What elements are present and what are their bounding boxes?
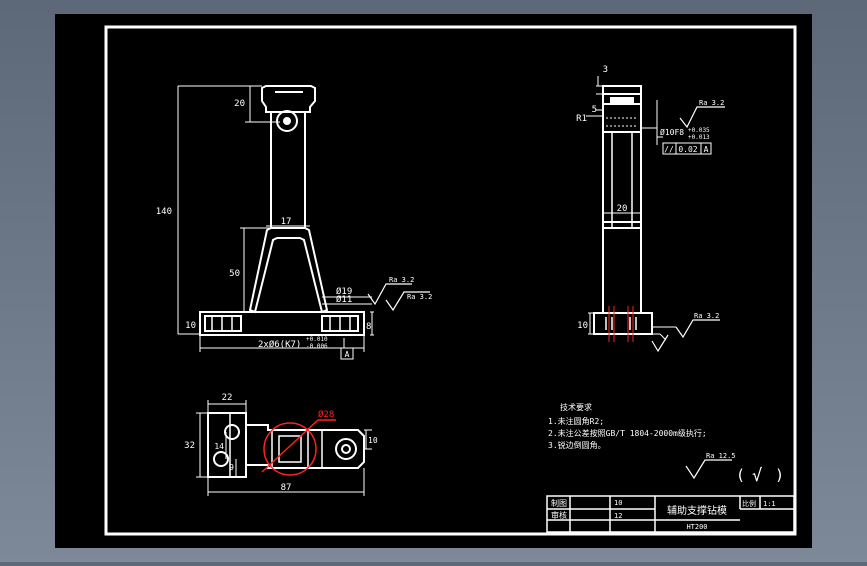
side-base xyxy=(593,312,653,335)
tech-item-2: 2.未注公差按照GB/T 1804-2000m级执行; xyxy=(548,428,707,438)
side-dim-base-height: 10 xyxy=(577,321,588,331)
side-dim-lines xyxy=(586,76,676,341)
roughness-label-2: Ra 3.2 xyxy=(407,293,432,301)
base-hatch xyxy=(211,317,351,330)
dim-base-side: 8 xyxy=(366,322,371,332)
tolerance-upper: +0.010 xyxy=(306,336,328,343)
side-dim-bore: Ø10F8 xyxy=(660,127,684,137)
parallel-value: 0.02 xyxy=(678,145,697,154)
top-red-features xyxy=(261,419,336,476)
side-slot xyxy=(610,97,634,103)
side-view xyxy=(586,76,725,353)
top-bore-center xyxy=(283,117,291,125)
top-dim-length: 87 xyxy=(281,483,292,493)
label-drawing: 制图 xyxy=(551,498,567,508)
general-roughness-labels: Ra 12.5 ( √ ) xyxy=(706,452,784,486)
drawing-border xyxy=(104,25,797,536)
roughness-symbol-2 xyxy=(385,291,430,312)
tech-title: 技术要求 xyxy=(560,402,592,412)
datum-box xyxy=(340,347,354,360)
dim-top-offset: 20 xyxy=(234,99,245,109)
top-dim-height: 32 xyxy=(184,441,195,451)
dim-bore-inner: Ø11 xyxy=(336,294,352,305)
top-dim-lines xyxy=(196,400,372,496)
tech-requirements: 技术要求 1.未注圆角R2; 2.未注公差按照GB/T 1804-2000m级执… xyxy=(548,402,707,450)
side-centerlines xyxy=(608,306,634,342)
top-bore-circle xyxy=(276,110,298,132)
part-name: 辅助支撑钻模 xyxy=(667,504,727,517)
dim-base-holes: 2xØ6(K7) xyxy=(258,339,301,350)
side-roughness-base-2 xyxy=(651,334,669,353)
title-num-1: 10 xyxy=(614,499,622,507)
top-hole-1 xyxy=(224,424,240,440)
top-dim-right: 10 xyxy=(368,436,378,445)
roughness-symbol-1 xyxy=(367,283,412,306)
top-dim-left-width: 22 xyxy=(222,393,233,403)
front-view xyxy=(177,85,430,360)
dim-column-width: 17 xyxy=(281,217,292,227)
general-roughness xyxy=(685,459,732,480)
front-view-labels: 140 20 17 50 Ø19 Ø11 10 8 2xØ6(K7) +0.01… xyxy=(156,99,433,359)
general-roughness-value: Ra 12.5 xyxy=(706,452,736,460)
front-dim-lines xyxy=(177,85,374,352)
parallel-symbol: // xyxy=(664,145,674,154)
top-right-bore-inner xyxy=(341,444,351,454)
top-outline xyxy=(207,412,365,478)
top-dim-hole-offset: 9 xyxy=(229,463,234,472)
top-dim-hole-spacing: 14 xyxy=(214,442,224,451)
parallel-datum: A xyxy=(704,145,709,154)
side-roughness-top-label: Ra 3.2 xyxy=(699,99,724,107)
check-mark: √ xyxy=(752,466,762,486)
side-tol-upper: +0.035 xyxy=(688,127,710,134)
top-view xyxy=(196,400,372,496)
dim-leg-height: 50 xyxy=(229,269,240,279)
scale-label: 比例 xyxy=(742,499,756,508)
side-tol-lower: +0.013 xyxy=(688,134,710,141)
side-roughness-base-label: Ra 3.2 xyxy=(694,312,719,320)
datum-label: A xyxy=(345,350,350,359)
side-dim-radius: R1 xyxy=(576,114,587,124)
dim-bore-outer: Ø19 xyxy=(336,286,352,297)
base-plate xyxy=(199,311,365,336)
bracket-close: ) xyxy=(775,466,784,484)
side-dim-small: 5 xyxy=(592,105,597,115)
top-view-labels: 22 32 14 9 87 10 Ø28 xyxy=(184,393,378,493)
side-view-labels: 3 R1 5 Ø10F8 +0.035 +0.013 Ra 3.2 Ra 3.2… xyxy=(576,65,724,331)
top-center-inner xyxy=(278,435,302,463)
side-bore-hidden xyxy=(606,117,638,127)
roughness-label-1: Ra 3.2 xyxy=(389,276,414,284)
dim-height-total: 140 xyxy=(156,207,172,217)
top-hole-2 xyxy=(213,451,229,467)
scale-value: 1:1 xyxy=(763,500,776,508)
side-base-hatch xyxy=(605,317,637,330)
top-center-block xyxy=(271,429,309,469)
material: HT200 xyxy=(686,523,707,531)
label-review: 审核 xyxy=(551,510,567,520)
side-dim-width: 20 xyxy=(617,204,628,214)
title-block-labels: 制图 审核 10 12 辅助支撑钻模 HT200 比例 1:1 xyxy=(551,498,776,531)
tolerance-lower: -0.006 xyxy=(306,343,328,350)
side-roughness-top xyxy=(679,106,725,129)
title-block xyxy=(546,495,795,533)
parallel-frame xyxy=(662,142,712,155)
base-left-hole-section xyxy=(204,315,242,332)
tech-item-1: 1.未注圆角R2; xyxy=(548,416,604,426)
bracket-open: ( xyxy=(736,466,745,484)
title-num-2: 12 xyxy=(614,512,622,520)
dim-base-height: 10 xyxy=(185,321,196,331)
side-dim-top: 3 xyxy=(603,65,608,75)
canvas-background xyxy=(55,14,812,548)
top-red-circle[interactable] xyxy=(263,422,317,476)
tech-item-3: 3.锐边倒圆角。 xyxy=(548,440,606,450)
base-right-hole-section xyxy=(321,315,359,332)
top-dim-circle: Ø28 xyxy=(318,409,334,420)
side-roughness-base xyxy=(675,319,720,339)
top-right-bore xyxy=(335,438,357,460)
